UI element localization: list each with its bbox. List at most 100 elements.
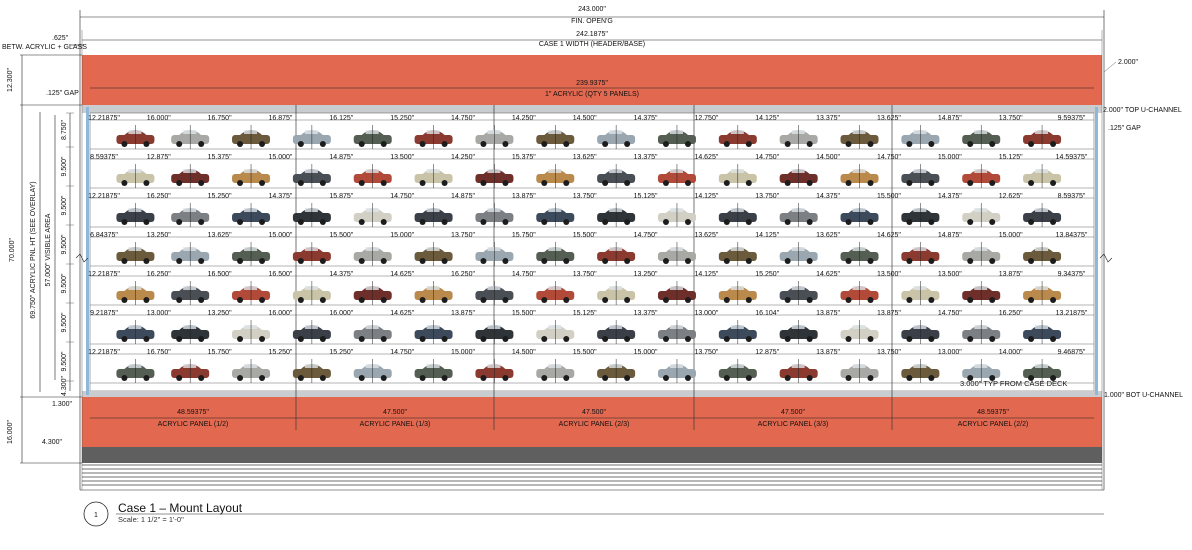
car-model	[962, 281, 1001, 305]
mount-spacing-label: 14.875"	[938, 232, 962, 239]
mount-spacing-label: 14.500"	[512, 349, 536, 356]
car-model	[718, 242, 757, 266]
car-model	[116, 125, 155, 149]
panel-label: ACRYLIC PANEL (2/3)	[559, 421, 630, 428]
mount-spacing-label: 13.750"	[451, 232, 475, 239]
car-model	[1023, 359, 1062, 383]
mount-spacing-label: 13.84375"	[1056, 232, 1088, 239]
mount-spacing-label: 14.750"	[877, 154, 901, 161]
base-stripe	[82, 468, 1102, 470]
mount-spacing-label: 14.625"	[390, 310, 414, 317]
panel-width: 47.500"	[781, 409, 805, 416]
mount-spacing-label: 13.875"	[877, 310, 901, 317]
car-model	[1023, 164, 1062, 188]
case-width-label: CASE 1 WIDTH (HEADER/BASE)	[539, 41, 645, 48]
mount-spacing-label: 12.21875"	[88, 349, 120, 356]
acrylic-panels: 48.59375"ACRYLIC PANEL (1/2)47.500"ACRYL…	[90, 409, 1094, 428]
mount-spacing-label: 15.500"	[329, 232, 353, 239]
mount-spacing-label: 14.125"	[755, 115, 779, 122]
mount-spacing-label: 12.21875"	[88, 271, 120, 278]
car-model	[292, 359, 331, 383]
mount-spacing-label: 13.500"	[390, 154, 414, 161]
car-model	[779, 125, 818, 149]
car-model	[232, 125, 271, 149]
car-model	[779, 164, 818, 188]
car-model	[779, 203, 818, 227]
mount-spacing-label: 16.250"	[147, 271, 171, 278]
panel-label: ACRYLIC PANEL (1/2)	[158, 421, 229, 428]
car-model	[116, 320, 155, 344]
header-height: 12.300"	[7, 68, 14, 92]
row-height-label: 9.500"	[61, 195, 68, 216]
mount-spacing-label: 14.375"	[938, 193, 962, 200]
mount-spacing-label: 15.500"	[573, 232, 597, 239]
row-height-label: 4.300"	[61, 375, 68, 396]
car-model	[475, 359, 514, 383]
car-model	[414, 320, 453, 344]
mount-spacing-label: 13.500"	[877, 271, 901, 278]
row-height-label: 9.500"	[61, 273, 68, 294]
mount-spacing-label: 16.750"	[208, 115, 232, 122]
car-model	[840, 203, 879, 227]
car-model	[475, 281, 514, 305]
mount-spacing-label: 13.750"	[755, 193, 779, 200]
car-row: 12.21875"16.250"16.500"16.500"14.375"14.…	[88, 271, 1094, 306]
header-band	[82, 55, 1102, 105]
car-row: 9.21875"13.000"13.250"16.000"16.000"14.6…	[90, 310, 1094, 345]
acrylic-panel: 47.500"ACRYLIC PANEL (1/3)	[296, 409, 494, 428]
car-model	[779, 320, 818, 344]
mount-spacing-label: 14.375"	[634, 115, 658, 122]
mount-spacing-label: 16.500"	[269, 271, 293, 278]
car-model	[536, 242, 575, 266]
car-model	[414, 281, 453, 305]
car-model	[171, 320, 210, 344]
car-model	[536, 320, 575, 344]
mount-spacing-label: 14.125"	[755, 232, 779, 239]
car-model	[901, 203, 940, 227]
mount-spacing-label: 16.875"	[269, 115, 293, 122]
car-model	[116, 359, 155, 383]
drawing-scale: Scale: 1 1/2" = 1'-0"	[118, 515, 184, 524]
header-right-dim: 2.000"	[1118, 59, 1139, 66]
mount-spacing-label: 15.375"	[208, 154, 232, 161]
car-row: 12.21875"16.250"15.250"14.375"15.875"14.…	[88, 193, 1094, 228]
base-band	[82, 397, 1102, 447]
car-model	[292, 320, 331, 344]
car-model	[475, 203, 514, 227]
mount-spacing-label: 14.750"	[451, 115, 475, 122]
mount-spacing-label: 14.250"	[512, 115, 536, 122]
visible-area: 57.000" VISIBLE AREA	[45, 213, 52, 286]
mount-spacing-label: 14.500"	[816, 154, 840, 161]
car-model	[536, 125, 575, 149]
mount-spacing-label: 13.625"	[694, 232, 718, 239]
betw-acrylic-glass: BETW. ACRYLIC + GLASS	[2, 44, 87, 51]
base-stripes	[82, 464, 1102, 486]
row-height-label: 9.500"	[61, 156, 68, 177]
car-model	[597, 359, 636, 383]
acrylic-panel-height: 69.750" ACRYLIC PNL HT (SEE OVERLAY)	[30, 181, 37, 318]
mount-spacing-label: 16.250"	[999, 310, 1023, 317]
mount-spacing-label: 13.625"	[816, 232, 840, 239]
acrylic-edge	[1095, 107, 1098, 395]
car-model	[779, 242, 818, 266]
mount-spacing-label: 14.750"	[634, 232, 658, 239]
mount-spacing-label: 13.750"	[573, 193, 597, 200]
mount-spacing-label: 13.875"	[816, 349, 840, 356]
mount-spacing-label: 15.125"	[573, 310, 597, 317]
car-model	[353, 320, 392, 344]
car-model	[353, 359, 392, 383]
mount-spacing-label: 8.59375"	[90, 154, 118, 161]
mount-spacing-label: 16.104"	[755, 310, 779, 317]
car-model	[962, 164, 1001, 188]
car-model	[232, 164, 271, 188]
mount-spacing-label: 15.000"	[451, 349, 475, 356]
mount-spacing-label: 16.000"	[269, 310, 293, 317]
mount-spacing-label: 13.500"	[938, 271, 962, 278]
car-model	[840, 164, 879, 188]
mount-spacing-label: 14.125"	[694, 193, 718, 200]
mount-spacing-label: 15.000"	[938, 154, 962, 161]
car-model	[597, 203, 636, 227]
car-model	[232, 242, 271, 266]
mount-spacing-label: 15.000"	[999, 232, 1023, 239]
